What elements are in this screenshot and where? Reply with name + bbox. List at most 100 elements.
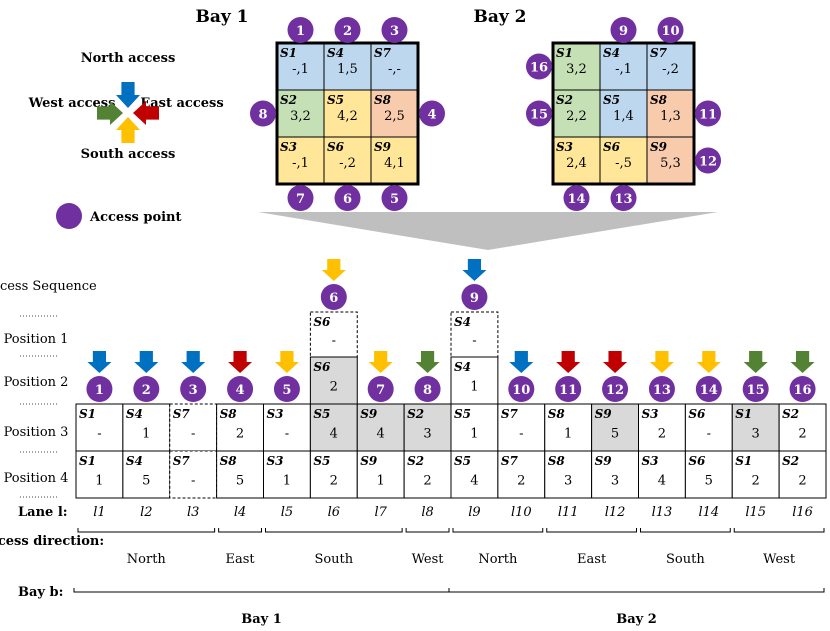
lane-access-arrow [790, 351, 815, 373]
bay-group-label: Bay 2 [616, 612, 657, 627]
access-point-number: 12 [699, 155, 717, 170]
access-point-number: 11 [559, 383, 577, 398]
bay-access-point [695, 147, 721, 174]
stack-id: S3 [556, 140, 573, 154]
stack-values: 3,2 [566, 62, 587, 77]
bay-access-point [381, 17, 408, 43]
access-point-number: 4 [427, 108, 436, 123]
row-label-access-sequence: Access Sequence [0, 279, 97, 294]
lane-access-arrow [556, 351, 581, 373]
bay-access-point [334, 17, 361, 43]
access-point-number: 9 [619, 24, 628, 39]
lane-access-point [273, 376, 300, 402]
access-point-number: 2 [142, 383, 151, 398]
stack-values: -,1 [292, 62, 309, 77]
lane-stack-value: 1 [95, 474, 103, 489]
lane-cell-position-4 [778, 450, 827, 499]
access-point-number: 1 [95, 383, 104, 398]
lane-stack-id: S8 [548, 454, 566, 468]
bay-group: Bay 1 [73, 588, 450, 627]
direction-label: South [314, 552, 353, 567]
lane-cell-position-1 [309, 311, 358, 358]
lane-access-arrow [603, 351, 628, 373]
lane-access-point [414, 376, 441, 402]
lane-cell-position-3 [450, 403, 499, 452]
lane-stack-value: 2 [330, 474, 338, 489]
access-point-number: 7 [376, 383, 385, 398]
lane-stack-value: 4 [377, 427, 385, 442]
lane-cell-position-3 [684, 403, 733, 452]
lane-label: l4 [234, 505, 246, 520]
access-point-number: 6 [329, 291, 338, 306]
lane-stack-value: 1 [564, 427, 572, 442]
lane-stack-value: 3 [564, 474, 572, 489]
lane-stack-id: S7 [173, 454, 191, 468]
lane-stack-id: S5 [454, 454, 471, 468]
row-label-position-3: Position 3 [4, 425, 69, 440]
access-point-number: 5 [282, 383, 291, 398]
lane-access-arrow [274, 351, 299, 373]
legend-west-label: West access [28, 96, 116, 111]
lane-cell-position-3 [356, 403, 405, 452]
stack-values: 1,5 [337, 62, 358, 77]
lane-cell-position-4 [450, 450, 499, 499]
lane-access-point [789, 376, 816, 402]
lane-stack-value: 2 [658, 427, 666, 442]
lane-stack-value: - [285, 427, 289, 442]
brace-line [218, 528, 262, 533]
row-label-lane: Lane l: [18, 505, 68, 520]
lane-stack-id: S5 [454, 407, 471, 421]
diagram-content: Bay 1S1-,1S41,5S7-,-S23,2S54,2S82,5S3-,1… [20, 7, 827, 627]
stack-id: S5 [327, 93, 344, 107]
direction-group: North [77, 528, 216, 567]
stack-id: S9 [650, 140, 668, 154]
access-point-number: 15 [747, 383, 765, 398]
lane-stack-value: 4 [470, 474, 478, 489]
lane-stack-id: S8 [548, 407, 566, 421]
lane-cell-position-4 [309, 450, 358, 499]
direction-label: East [577, 552, 607, 567]
lane-cell-position-3 [309, 403, 358, 452]
lane-stack-value: - [707, 427, 711, 442]
bay-cell [276, 136, 325, 185]
stack-values: 2,4 [566, 156, 587, 171]
bay-title: Bay 1 [195, 7, 248, 27]
lane-access-point [461, 284, 488, 310]
lane-stack-id: S1 [735, 454, 752, 468]
lane-cell-position-4 [169, 450, 218, 499]
lane-stack-value: 4 [658, 474, 666, 489]
lane-label: l15 [745, 505, 766, 520]
lane-cell-position-3 [497, 403, 546, 452]
lane-stack-id: S7 [173, 407, 191, 421]
stack-id: S6 [603, 140, 621, 154]
lane-access-point [180, 376, 207, 402]
lane-stack-id: S4 [126, 454, 143, 468]
legend-compass [56, 82, 159, 229]
bay-group-label: Bay 1 [241, 612, 282, 627]
lane-stack-value: - [332, 334, 336, 349]
lane-label: l14 [698, 505, 719, 520]
lane-stack-value: 2 [798, 427, 806, 442]
bay-access-point [526, 53, 552, 80]
lane-stack-id: S5 [313, 407, 330, 421]
lane-stack-id: S2 [407, 407, 424, 421]
lane-stack-id: S6 [688, 407, 706, 421]
lane-access-point [227, 376, 254, 402]
stack-id: S2 [556, 93, 573, 107]
access-point-number: 5 [390, 192, 399, 207]
access-point-number: 11 [699, 108, 717, 123]
row-labels: Access Sequence Position 1 Position 2 Po… [0, 279, 104, 600]
lane-stack-id: S4 [454, 315, 471, 329]
legend: North access West access East access Sou… [28, 51, 224, 225]
bay-2-grid: Bay 2S13,2S4-,1S7-,2S22,2S51,4S81,3S32,4… [473, 7, 721, 211]
lane-label: l13 [652, 505, 673, 520]
